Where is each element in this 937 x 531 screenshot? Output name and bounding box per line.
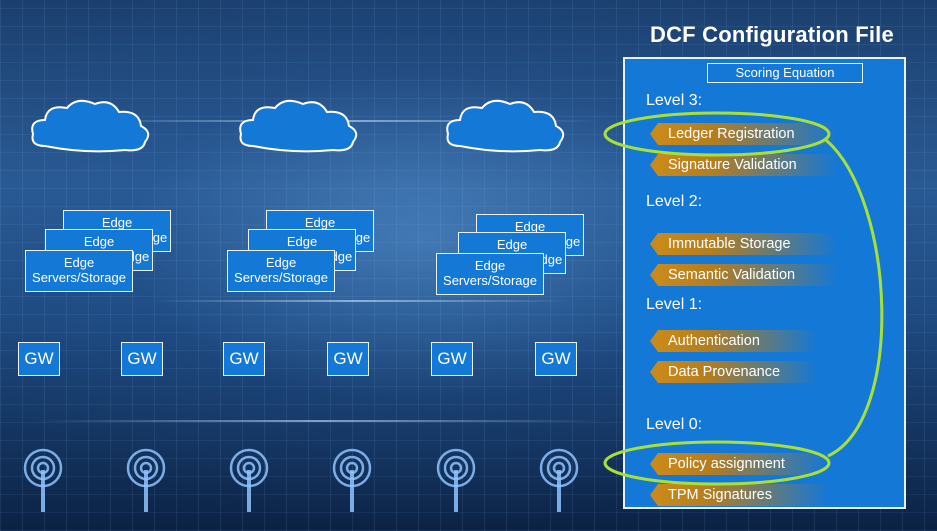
highlight-ellipse (603, 111, 831, 157)
light-streak (40, 420, 600, 422)
level-label: Level 3: (646, 92, 703, 109)
light-streak (150, 300, 570, 302)
level-label: Level 0: (646, 416, 703, 433)
cloud-icon (239, 99, 358, 153)
cloud-icon (31, 99, 150, 153)
level-item: Immutable Storage (650, 233, 838, 255)
config-title: DCF Configuration File (650, 22, 894, 47)
gateway-box: GW (121, 342, 163, 376)
gateway-box: GW (327, 342, 369, 376)
level-item: Policy assignment (650, 453, 828, 475)
highlight-ellipse (603, 440, 831, 486)
scoring-equation-label: Scoring Equation (707, 63, 863, 83)
antenna-icon (539, 448, 579, 512)
level-item: Data Provenance (650, 361, 818, 383)
gateway-box: GW (223, 342, 265, 376)
level-label: Level 1: (646, 296, 703, 313)
antenna-icon (126, 448, 166, 512)
level-label: Level 2: (646, 193, 703, 210)
connector-arc (825, 138, 884, 458)
level-item: Ledger Registration (650, 123, 838, 145)
antenna-icon (229, 448, 269, 512)
gateway-box: GW (18, 342, 60, 376)
level-item: TPM Signatures (650, 484, 828, 506)
level-item: Authentication (650, 330, 818, 352)
antenna-icon (332, 448, 372, 512)
antenna-icon (436, 448, 476, 512)
antenna-icon (23, 448, 63, 512)
level-item: Signature Validation (650, 154, 838, 176)
cloud-icon (446, 99, 565, 153)
level-item: Semantic Validation (650, 264, 838, 286)
gateway-box: GW (535, 342, 577, 376)
gateway-box: GW (431, 342, 473, 376)
